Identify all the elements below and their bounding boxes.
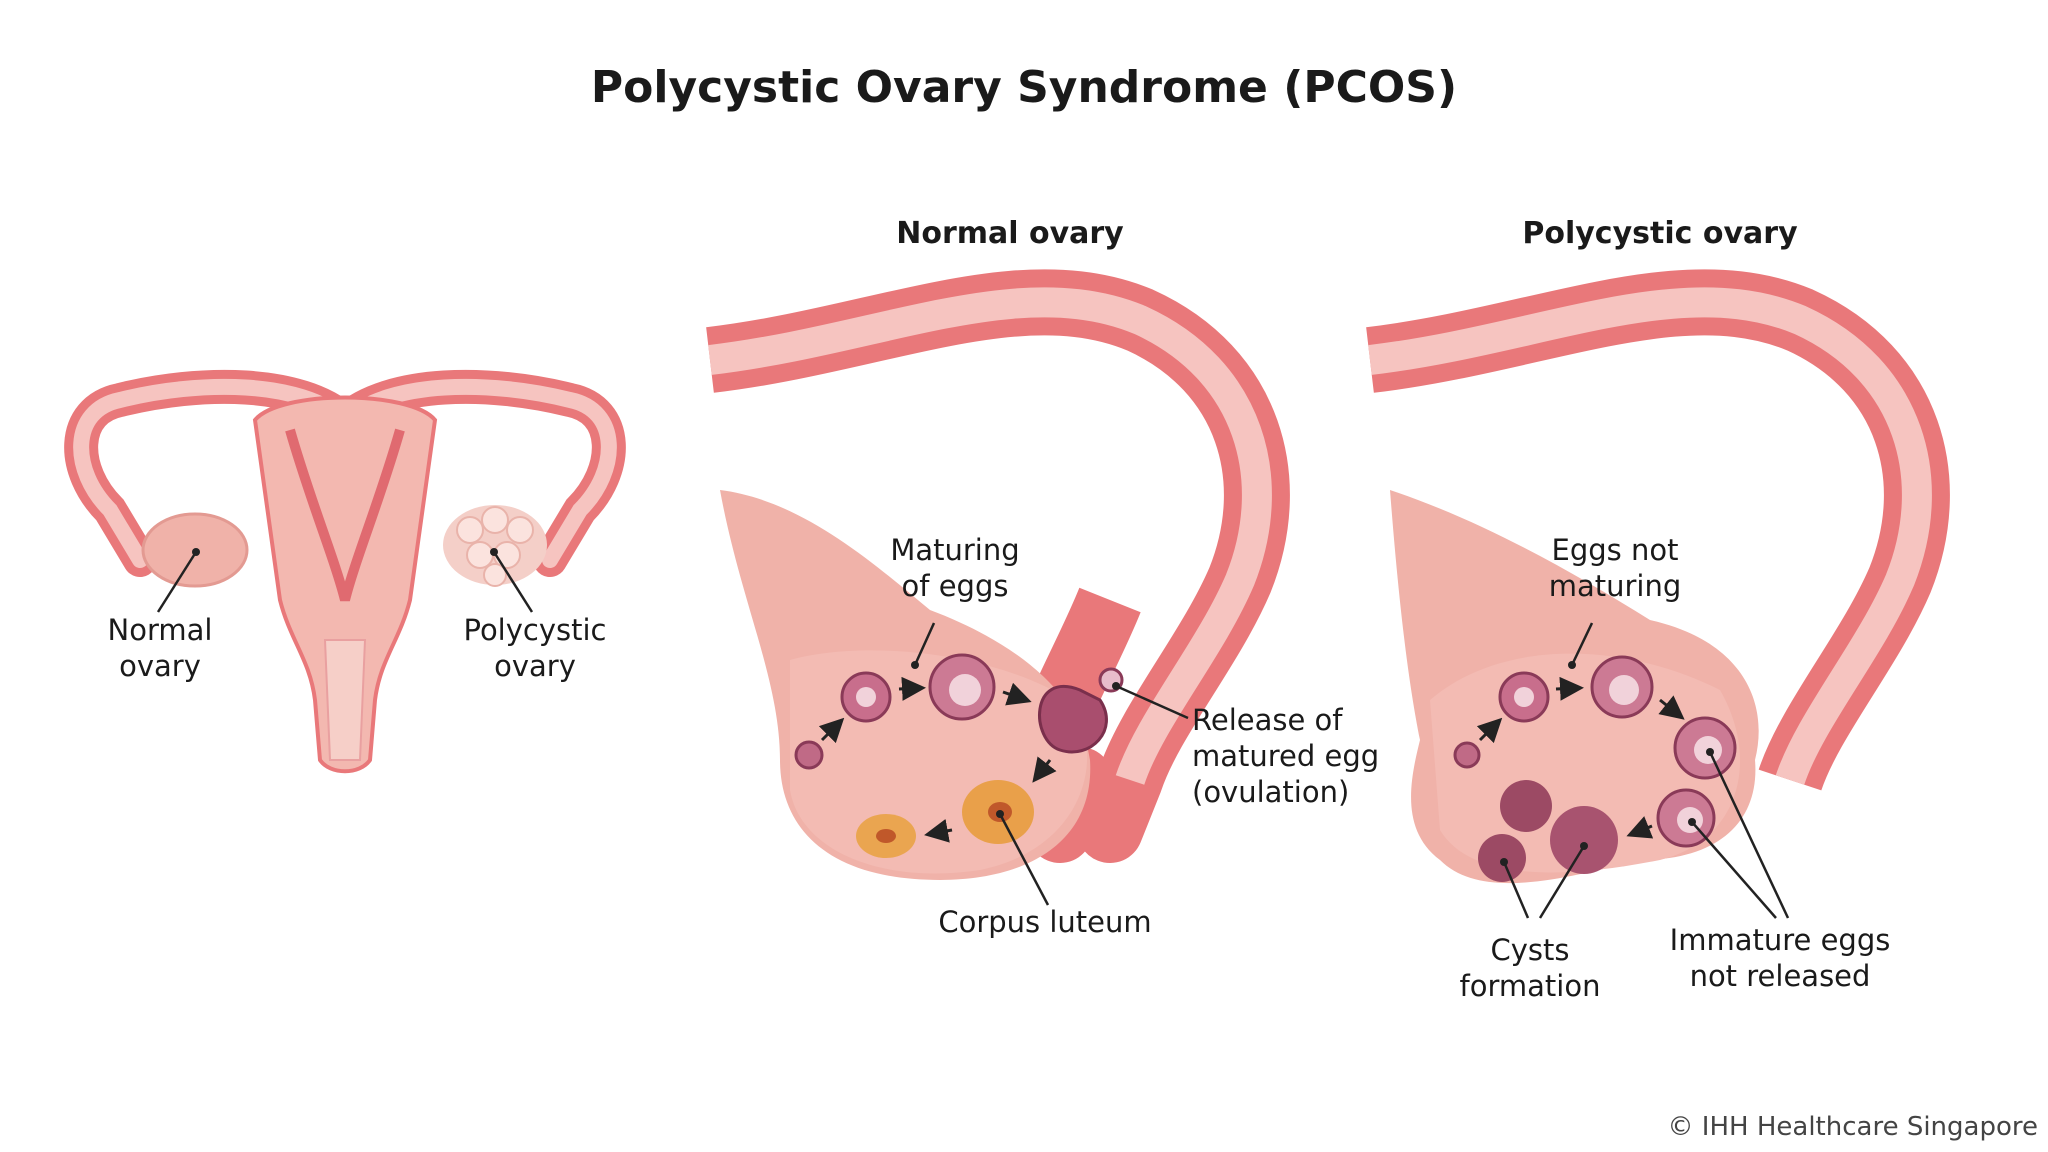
copyright-notice: © IHH Healthcare Singapore	[1667, 1112, 2038, 1142]
cyst	[1478, 834, 1526, 882]
normal-ovary-panel-title: Normal ovary	[896, 216, 1124, 251]
label-corpus-luteum: Corpus luteum	[938, 905, 1152, 939]
polycystic-ovary-panel-title: Polycystic ovary	[1522, 216, 1798, 251]
label-release-of-egg: Release of matured egg (ovulation)	[1192, 703, 1380, 809]
diagram-title: Polycystic Ovary Syndrome (PCOS)	[590, 62, 1458, 113]
label-maturing-of-eggs: Maturing of eggs	[890, 533, 1020, 603]
polycystic-ovary-illustration	[1366, 269, 1950, 919]
uterus-illustration	[64, 369, 626, 774]
normal-ovary-illustration	[706, 269, 1290, 906]
cyst	[1500, 780, 1552, 832]
label-immature-eggs: Immature eggs not released	[1669, 923, 1891, 993]
label-cysts-formation: Cysts formation	[1459, 933, 1601, 1003]
polycystic-ovary-small	[443, 505, 547, 587]
label-eggs-not-maturing: Eggs not maturing	[1548, 533, 1682, 603]
label-normal-ovary: Normal ovary	[107, 613, 213, 683]
cyst	[1550, 806, 1618, 874]
label-polycystic-ovary: Polycystic ovary	[463, 613, 607, 683]
